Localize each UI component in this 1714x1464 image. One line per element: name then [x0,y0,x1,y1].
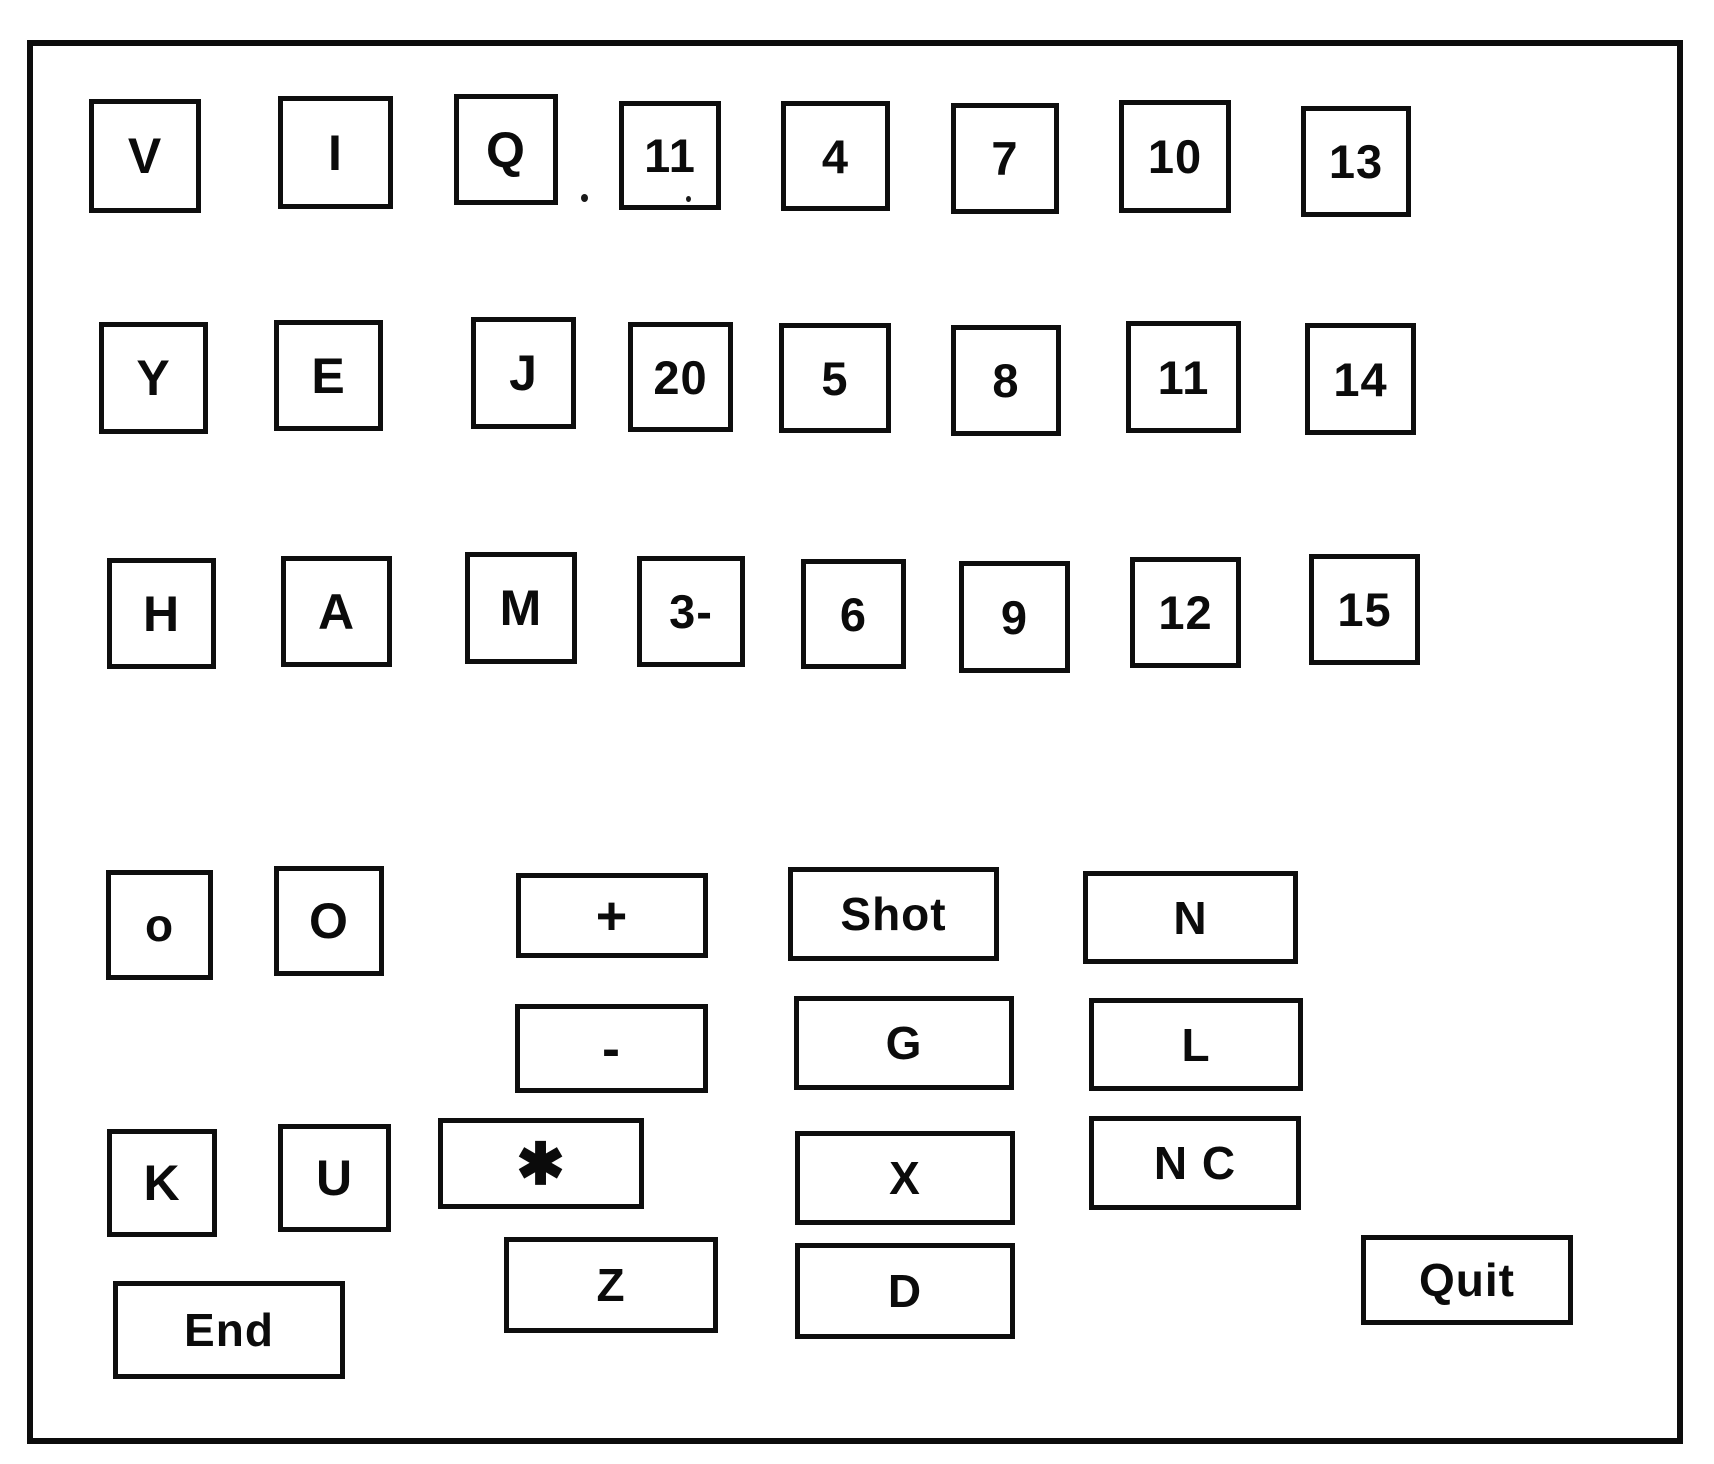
key-i[interactable]: I [278,96,393,209]
scan-speckle [686,196,691,202]
key-l[interactable]: L [1089,998,1303,1091]
key-n[interactable]: N [1083,871,1298,964]
key-11-top[interactable]: 11 [619,101,721,210]
key-5[interactable]: 5 [779,323,891,433]
key-g[interactable]: G [794,996,1014,1090]
key-m[interactable]: M [465,552,577,664]
scan-speckle [581,194,588,202]
key-v[interactable]: V [89,99,201,213]
key-k[interactable]: K [107,1129,217,1237]
key-plus[interactable]: + [516,873,708,958]
key-q[interactable]: Q [454,94,558,205]
key-h[interactable]: H [107,558,216,669]
key-e[interactable]: E [274,320,383,431]
key-4[interactable]: 4 [781,101,890,211]
key-a[interactable]: A [281,556,392,667]
key-x[interactable]: X [795,1131,1015,1225]
key-10[interactable]: 10 [1119,100,1231,213]
key-j[interactable]: J [471,317,576,429]
key-7[interactable]: 7 [951,103,1059,214]
key-13[interactable]: 13 [1301,106,1411,217]
key-11-mid[interactable]: 11 [1126,321,1241,433]
key-15[interactable]: 15 [1309,554,1420,665]
key-3-minus[interactable]: 3- [637,556,745,667]
key-shot[interactable]: Shot [788,867,999,961]
key-8[interactable]: 8 [951,325,1061,436]
key-end[interactable]: End [113,1281,345,1379]
keypad-panel-frame: V I Q 11 4 7 10 13 Y E J 20 5 8 11 14 H … [27,40,1683,1444]
key-nc[interactable]: N C [1089,1116,1301,1210]
key-o-upper[interactable]: O [274,866,384,976]
key-asterisk[interactable]: ✱ [438,1118,644,1209]
key-z[interactable]: Z [504,1237,718,1333]
key-y[interactable]: Y [99,322,208,434]
key-o-lower[interactable]: o [106,870,213,980]
key-12[interactable]: 12 [1130,557,1241,668]
key-d[interactable]: D [795,1243,1015,1339]
key-u[interactable]: U [278,1124,391,1232]
key-9[interactable]: 9 [959,561,1070,673]
key-quit[interactable]: Quit [1361,1235,1573,1325]
key-6[interactable]: 6 [801,559,906,669]
key-20[interactable]: 20 [628,322,733,432]
key-14[interactable]: 14 [1305,323,1416,435]
key-minus[interactable]: - [515,1004,708,1093]
